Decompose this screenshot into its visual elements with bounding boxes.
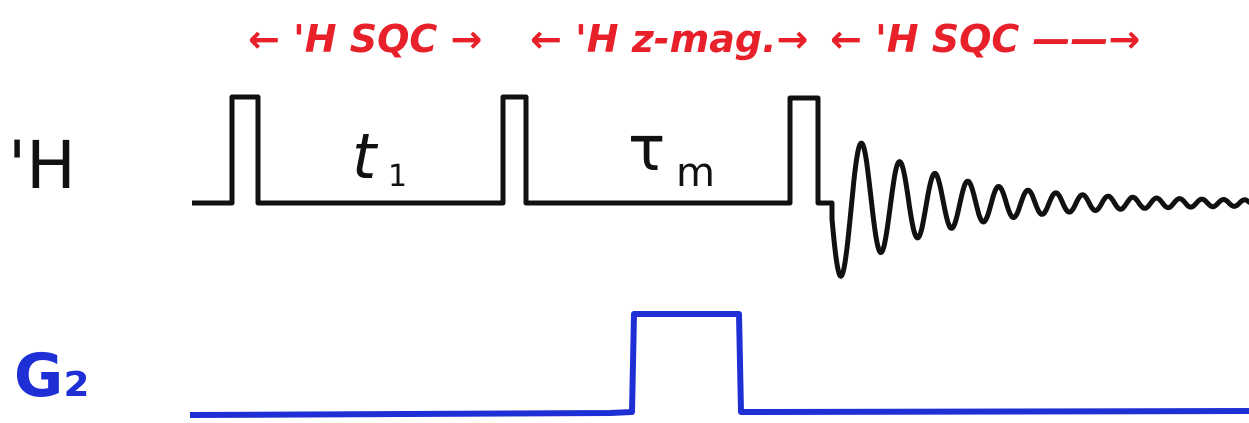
pulse-2	[503, 97, 526, 203]
period-label-sqc-2: ← 'H SQC ——→	[830, 17, 1140, 61]
gradient-pulse	[634, 314, 739, 412]
delay-t1-base: t	[352, 120, 379, 193]
delay-t1-sub: 1	[388, 159, 407, 194]
fid	[829, 140, 1249, 279]
delay-mixing-base: τ	[628, 112, 665, 185]
gradient-channel-label: G₂	[14, 341, 90, 411]
delay-mixing-sub: m	[676, 150, 715, 196]
delay-t1: t 1	[352, 120, 407, 194]
rf-channel	[192, 94, 1249, 279]
gradient-trace	[189, 311, 1249, 418]
period-annotations: ← 'H SQC → ← 'H z-mag.→ ← 'H SQC ——→	[248, 17, 1140, 61]
pulse-3	[790, 98, 818, 203]
rf-channel-label: 'H	[8, 127, 76, 204]
period-label-zmag: ← 'H z-mag.→	[530, 17, 808, 61]
rf-baseline-with-pulses	[192, 94, 832, 206]
pulse-1	[232, 97, 258, 203]
delay-mixing: τ m	[628, 112, 715, 196]
gradient-channel	[189, 311, 1249, 418]
period-label-sqc-1: ← 'H SQC →	[248, 17, 482, 61]
